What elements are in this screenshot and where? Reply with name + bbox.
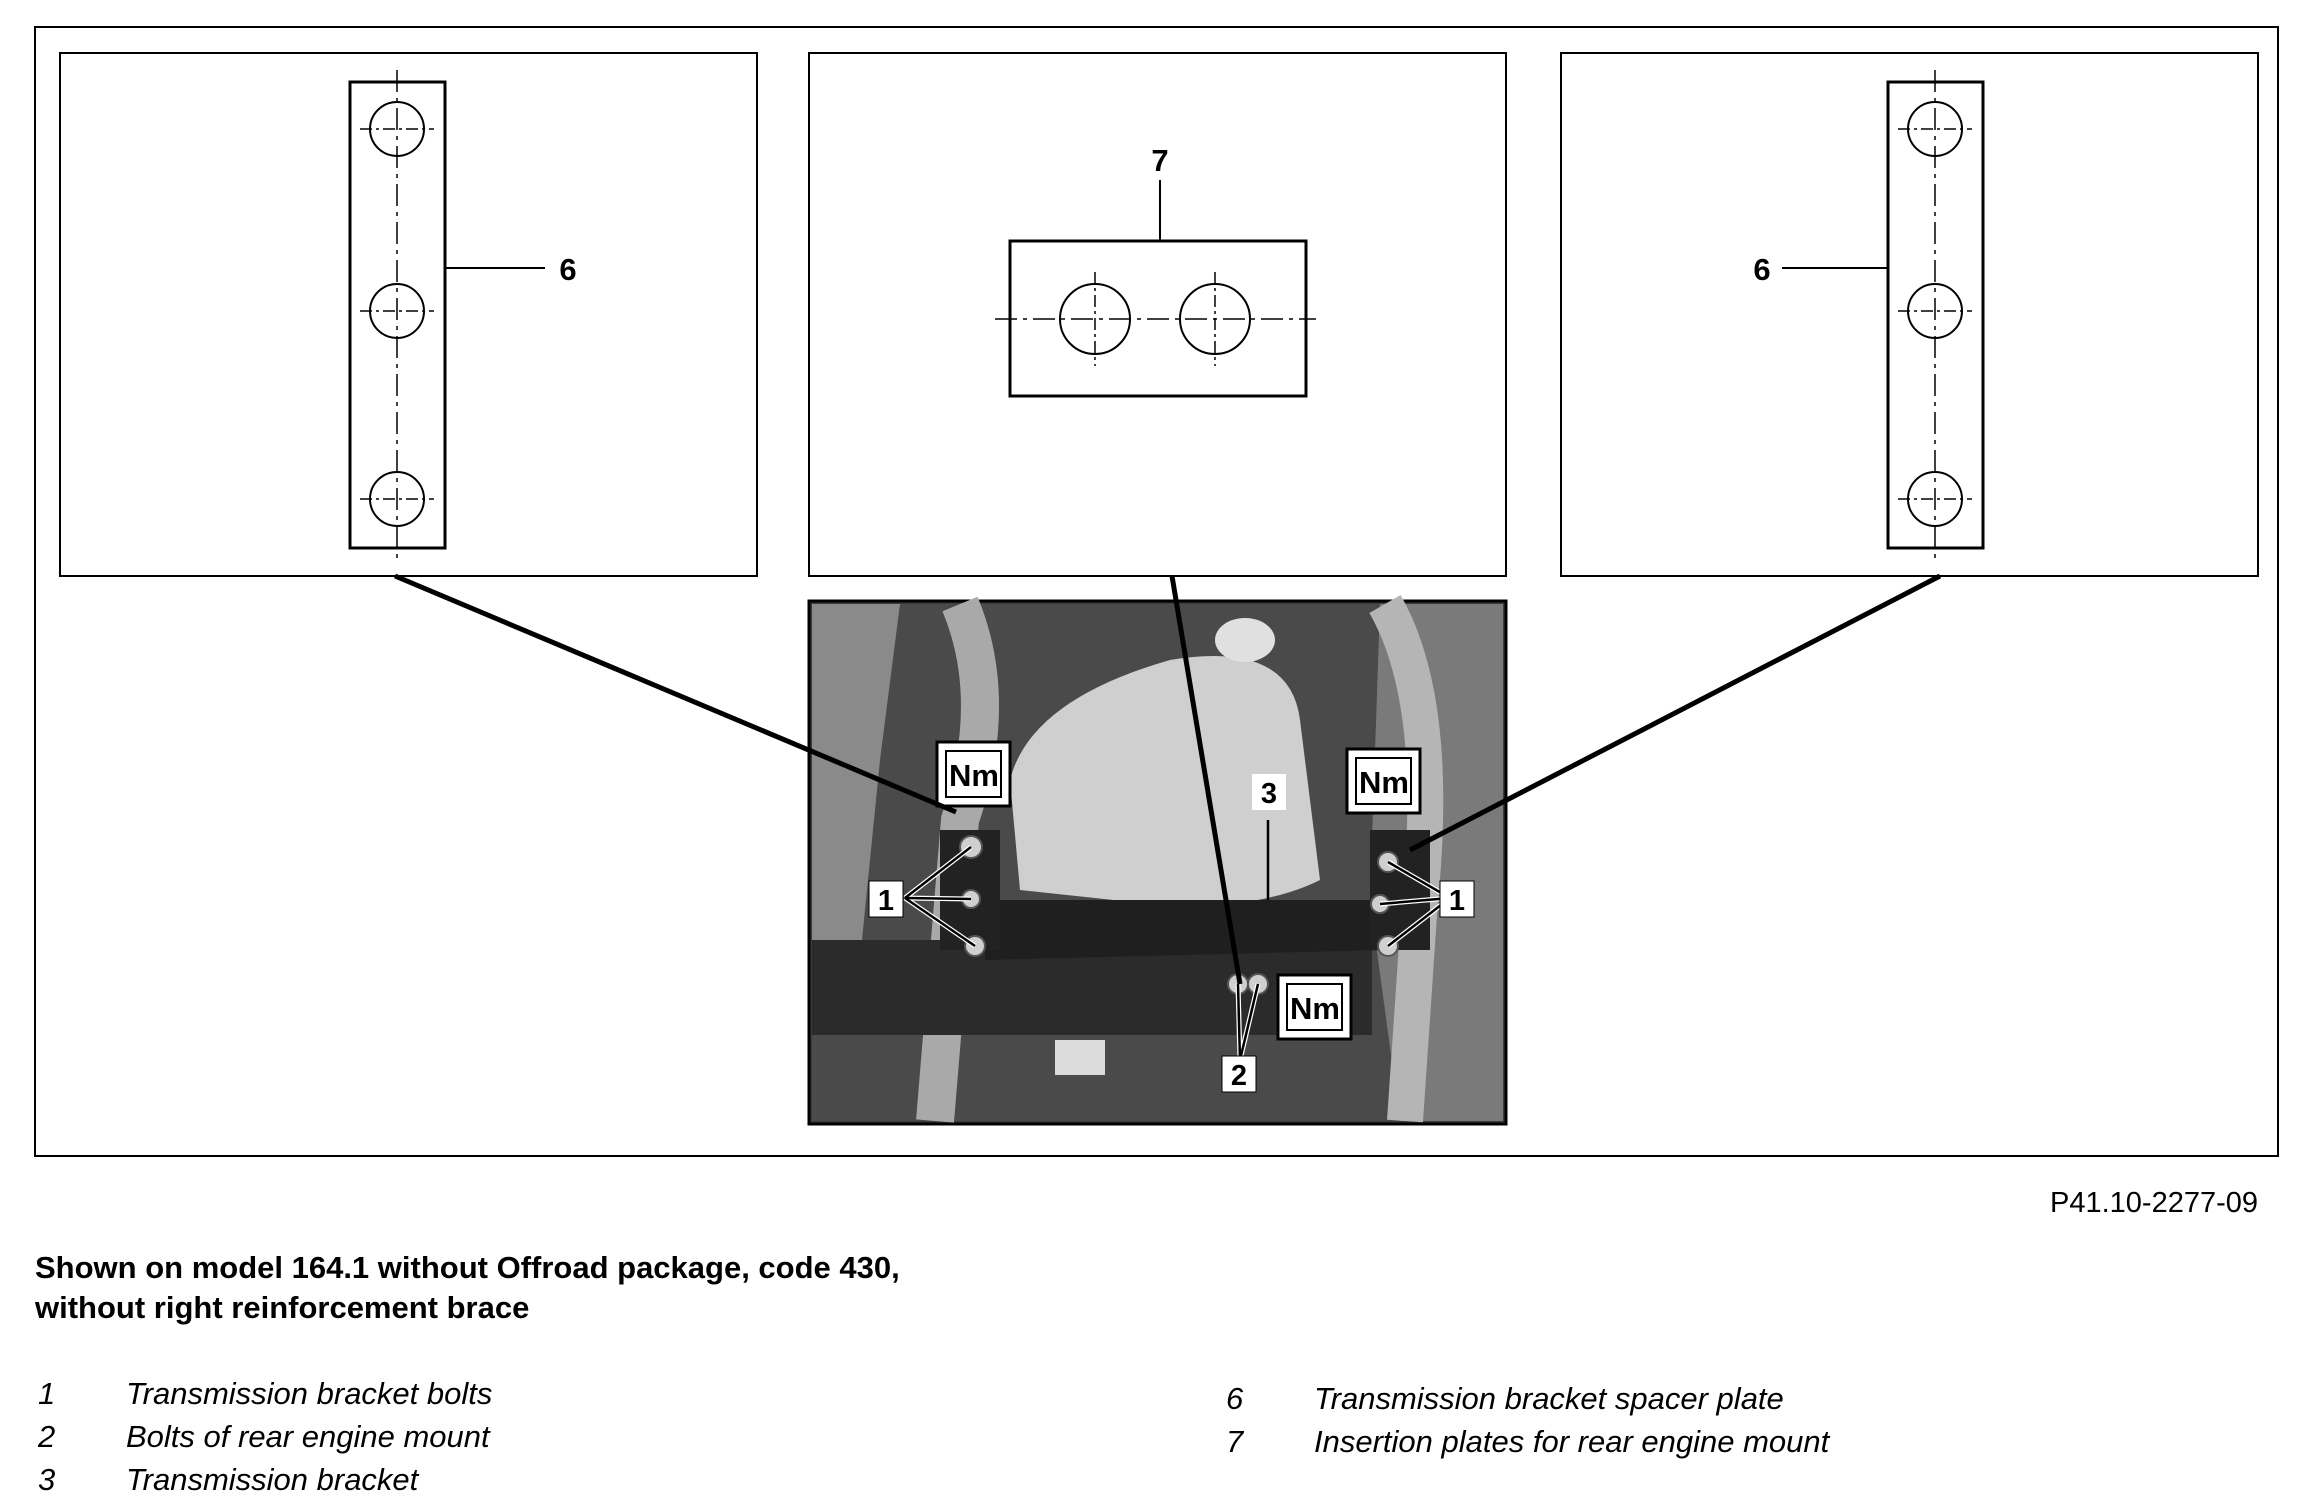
torque-badge-left: Nm (935, 740, 1012, 808)
right-inset: 6 (1560, 52, 2259, 577)
svg-text:2: 2 (1231, 1060, 1247, 1092)
svg-text:Nm: Nm (949, 758, 999, 793)
inset-connectors (394, 573, 1942, 985)
legend-text: Transmission bracket spacer plate (1314, 1380, 1784, 1416)
legend-item: 1 Transmission bracket bolts (38, 1372, 492, 1415)
legend-text: Insertion plates for rear engine mount (1314, 1423, 1830, 1459)
svg-text:1: 1 (1449, 885, 1465, 917)
legend-text: Transmission bracket (126, 1461, 419, 1497)
torque-badge-bottom: Nm (1276, 973, 1353, 1041)
legend-item: 6 Transmission bracket spacer plate (1226, 1377, 1829, 1420)
legend-number: 3 (38, 1461, 56, 1497)
photo-callout-1-right: 1 (1439, 880, 1475, 918)
legend-right: 6 Transmission bracket spacer plate 7 In… (1226, 1377, 1829, 1463)
legend-number: 7 (1226, 1423, 1244, 1459)
center-inset: 7 (808, 52, 1507, 577)
photo-callout-1-left: 1 (868, 880, 904, 918)
legend-number: 2 (38, 1418, 56, 1454)
callout-6-right: 6 (1753, 252, 1770, 287)
svg-text:3: 3 (1261, 778, 1277, 810)
caption-line-2: without right reinforcement brace (35, 1290, 530, 1325)
legend-left: 1 Transmission bracket bolts 2 Bolts of … (38, 1372, 492, 1501)
figure-code: P41.10-2277-09 (2050, 1187, 2258, 1219)
photo-callout-3: 3 (1252, 774, 1286, 810)
svg-text:Nm: Nm (1290, 991, 1340, 1026)
photo-callout-2: 2 (1221, 1055, 1257, 1093)
legend-text: Transmission bracket bolts (126, 1375, 493, 1411)
figure-illustration: 6 7 6 (34, 26, 2279, 1157)
undercarriage-photo: Nm Nm Nm 3 1 1 2 (807, 595, 1508, 1126)
svg-text:1: 1 (878, 885, 894, 917)
legend-number: 6 (1226, 1380, 1244, 1416)
torque-badge-right: Nm (1345, 747, 1422, 815)
legend-item: 2 Bolts of rear engine mount (38, 1415, 492, 1458)
callout-7: 7 (1151, 143, 1168, 178)
callout-6-left: 6 (559, 252, 576, 287)
caption-line-1: Shown on model 164.1 without Offroad pac… (35, 1250, 900, 1285)
legend-number: 1 (38, 1375, 56, 1411)
figure-caption: Shown on model 164.1 without Offroad pac… (35, 1248, 900, 1328)
legend-text: Bolts of rear engine mount (126, 1418, 490, 1454)
legend-item: 3 Transmission bracket (38, 1458, 492, 1501)
svg-text:Nm: Nm (1359, 765, 1409, 800)
left-inset: 6 (59, 52, 758, 577)
legend-item: 7 Insertion plates for rear engine mount (1226, 1420, 1829, 1463)
